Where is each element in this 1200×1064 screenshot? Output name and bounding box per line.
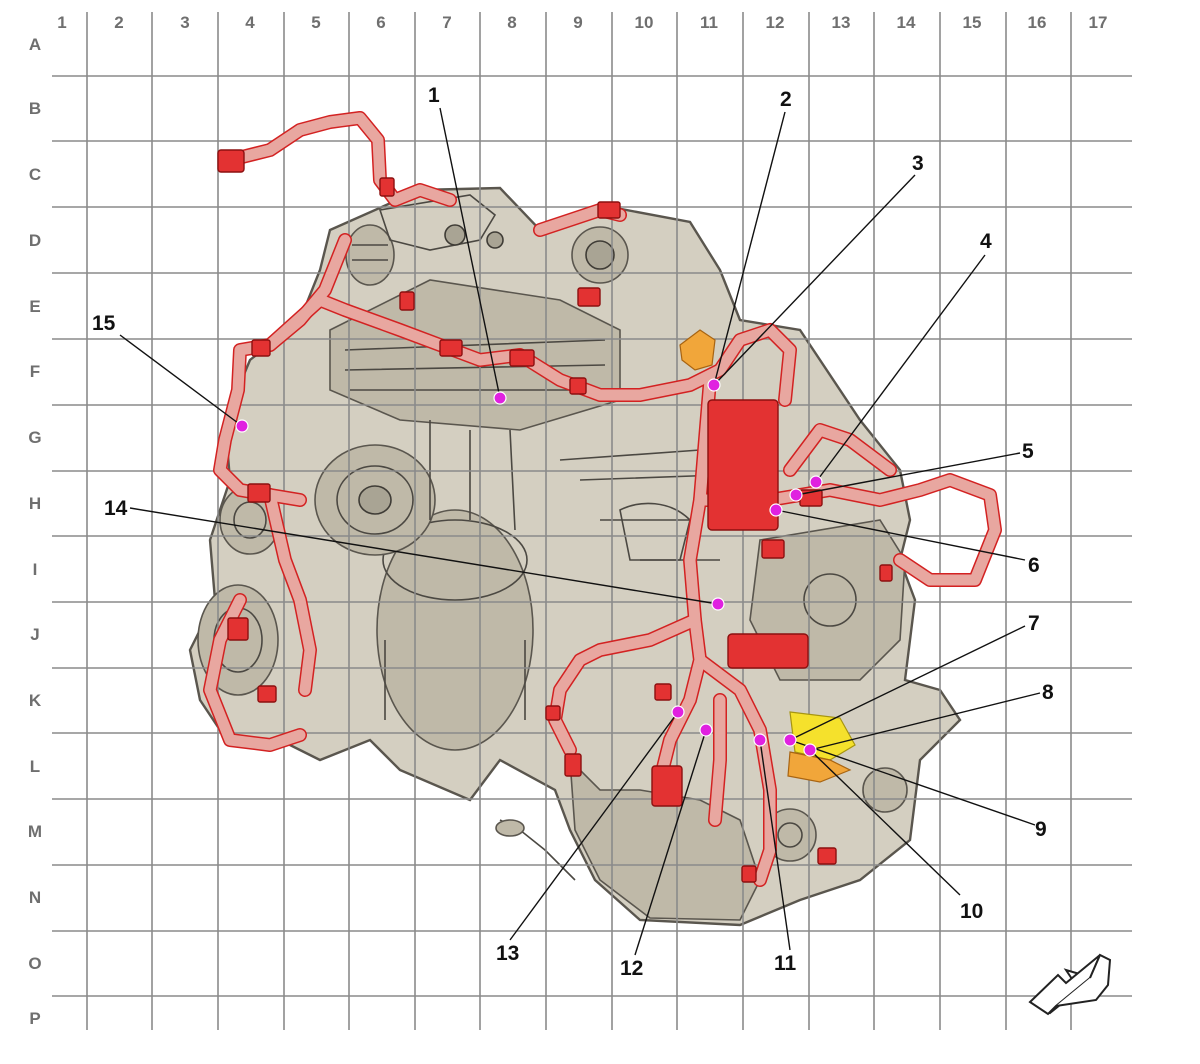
marker-dot [707,378,721,392]
column-label: 6 [376,13,385,32]
column-label: 17 [1089,13,1108,32]
callout-9: 9 [1035,818,1047,841]
callout-4: 4 [980,230,992,253]
callout-1: 1 [428,84,440,107]
row-label: C [29,165,41,184]
row-label: G [28,428,41,447]
column-label: 3 [180,13,189,32]
row-label: J [30,625,39,644]
column-label: 11 [700,13,718,32]
marker-dot [671,705,685,719]
callout-6: 6 [1028,554,1040,577]
callout-12: 12 [620,957,643,980]
row-labels: A B C D E F G H I J K L M N O P [28,35,42,1028]
row-label: M [28,822,42,841]
column-label: 5 [311,13,320,32]
engine-illustration [188,186,962,927]
marker-dot [711,597,725,611]
callout-13: 13 [496,942,519,965]
callout-2: 2 [780,88,792,111]
callout-8: 8 [1042,681,1054,704]
row-label: F [30,362,40,381]
column-label: 4 [245,13,255,32]
column-label: 16 [1028,13,1047,32]
marker-dot [803,743,817,757]
callout-3: 3 [912,152,924,175]
row-label: I [33,560,38,579]
column-label: 7 [442,13,451,32]
column-label: 8 [507,13,516,32]
callout-14: 14 [104,497,128,520]
column-label: 1 [57,13,66,32]
callout-10: 10 [960,900,983,923]
location-markers [235,378,823,757]
front-direction-arrow-icon [1028,953,1112,1016]
column-label: 14 [897,13,916,32]
marker-dot [783,733,797,747]
row-label: K [29,691,42,710]
column-label: 2 [114,13,123,32]
row-label: N [29,888,41,907]
wiring-harness [203,111,1002,887]
marker-dot [809,475,823,489]
column-label: 15 [963,13,982,32]
callout-5: 5 [1022,440,1034,463]
marker-dot [769,503,783,517]
harness-connectors [217,149,893,883]
callout-15: 15 [92,312,116,335]
column-label: 10 [635,13,654,32]
row-label: P [29,1009,40,1028]
row-label: A [29,35,41,54]
coordinate-grid [52,12,1132,1030]
marker-dot [235,419,249,433]
row-label: O [28,954,41,973]
callout-leaders [119,107,1041,956]
marker-dot [789,488,803,502]
column-label: 9 [573,13,582,32]
marker-dot [753,733,767,747]
column-label: 13 [832,13,851,32]
callout-numbers: 1 2 3 4 5 6 7 8 9 10 11 12 13 14 15 [92,84,1054,980]
marker-dot [699,723,713,737]
grid-vertical-lines [86,12,1072,1030]
row-label: D [29,231,41,250]
callout-11: 11 [774,952,797,975]
column-label: 12 [766,13,785,32]
row-label: E [29,297,40,316]
marker-dot [493,391,507,405]
callout-7: 7 [1028,612,1040,635]
row-label: B [29,99,41,118]
row-label: L [30,757,40,776]
row-label: H [29,494,41,513]
